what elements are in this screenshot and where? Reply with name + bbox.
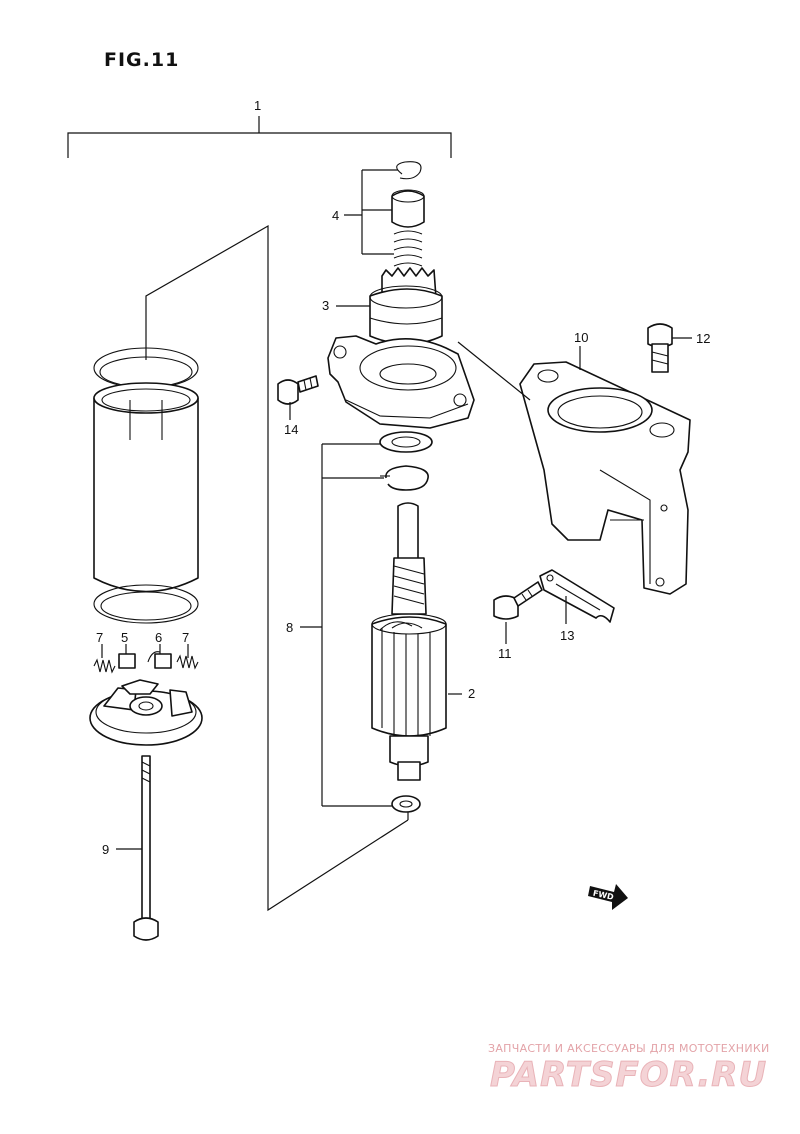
callout-3: 3 <box>322 298 329 313</box>
forward-direction-marker: FWD <box>588 884 628 910</box>
group-8-leaders: 8 <box>286 443 392 807</box>
callout-6: 6 <box>155 630 162 645</box>
brush-springs-and-brushes <box>93 651 199 674</box>
watermark: ЗАПЧАСТИ И АКСЕССУАРЫ ДЛЯ МОТОТЕХНИКИ PA… <box>488 1042 770 1096</box>
callout-2: 2 <box>468 686 475 701</box>
bolt-12 <box>647 323 673 373</box>
bolt-11 <box>493 581 543 620</box>
washer-and-snap-ring <box>379 431 433 491</box>
callout-1: 1 <box>254 98 261 113</box>
brush-holder-end-plate <box>89 679 203 746</box>
armature <box>371 502 447 781</box>
figure-title: FIG.11 <box>104 49 179 71</box>
mounting-bracket <box>519 361 691 595</box>
screw-14 <box>277 375 319 405</box>
armature-washer <box>391 795 421 813</box>
callout-7-left: 7 <box>96 630 103 645</box>
callout-7-right: 7 <box>182 630 189 645</box>
callout-4: 4 <box>332 208 339 223</box>
callout-8: 8 <box>286 620 293 635</box>
drive-pinion-clutch <box>369 267 443 345</box>
watermark-tagline: ЗАПЧАСТИ И АКСЕССУАРЫ ДЛЯ МОТОТЕХНИКИ <box>488 1042 770 1055</box>
callout-13: 13 <box>560 628 574 643</box>
callout-11: 11 <box>498 646 512 661</box>
callout-5: 5 <box>121 630 128 645</box>
callout-12: 12 <box>696 331 710 346</box>
motor-yoke-housing <box>93 347 199 624</box>
watermark-logo: PARTSFOR.RU <box>490 1055 767 1095</box>
clip-plate-13 <box>539 569 615 623</box>
group-4-leaders: 4 <box>332 169 398 255</box>
assembly-leaders <box>145 224 531 912</box>
assembly-1-bracket: 1 <box>67 98 452 158</box>
callout-14: 14 <box>284 422 298 437</box>
callout-9: 9 <box>102 842 109 857</box>
fwd-label: FWD <box>592 889 615 902</box>
drive-end-housing <box>327 335 475 429</box>
callouts: 3 2 14 10 12 11 13 7 5 6 7 9 <box>96 298 710 857</box>
pinion-stop-set <box>391 161 425 267</box>
callout-10: 10 <box>574 330 588 345</box>
through-bolt <box>133 755 159 941</box>
